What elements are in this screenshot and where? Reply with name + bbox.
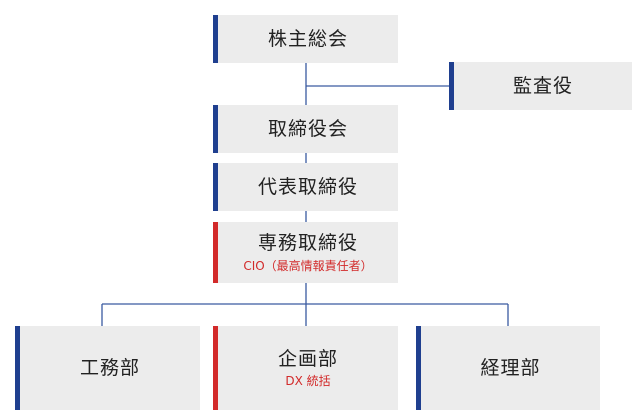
node-label: 株主総会 bbox=[267, 27, 348, 50]
node-label: 取締役会 bbox=[267, 117, 348, 140]
node-board-of-directors: 取締役会 bbox=[213, 105, 398, 153]
node-label: 専務取締役 bbox=[257, 232, 358, 254]
node-engineering-dept: 工務部 bbox=[15, 326, 200, 410]
node-shareholders-meeting: 株主総会 bbox=[213, 15, 398, 63]
node-label: 企画部 bbox=[277, 347, 338, 370]
node-label: 工務部 bbox=[79, 356, 140, 379]
node-accounting-dept: 経理部 bbox=[416, 326, 600, 410]
node-representative-director: 代表取締役 bbox=[213, 163, 398, 211]
node-senior-managing-director: 専務取締役 CIO（最高情報責任者） bbox=[213, 222, 398, 283]
node-label: 代表取締役 bbox=[257, 175, 358, 198]
node-sublabel: DX 統括 bbox=[285, 374, 331, 389]
node-label: 経理部 bbox=[480, 356, 541, 379]
node-label: 監査役 bbox=[512, 74, 573, 97]
node-auditor: 監査役 bbox=[449, 62, 632, 110]
node-sublabel: CIO（最高情報責任者） bbox=[243, 258, 373, 273]
node-planning-dept: 企画部 DX 統括 bbox=[213, 326, 398, 410]
